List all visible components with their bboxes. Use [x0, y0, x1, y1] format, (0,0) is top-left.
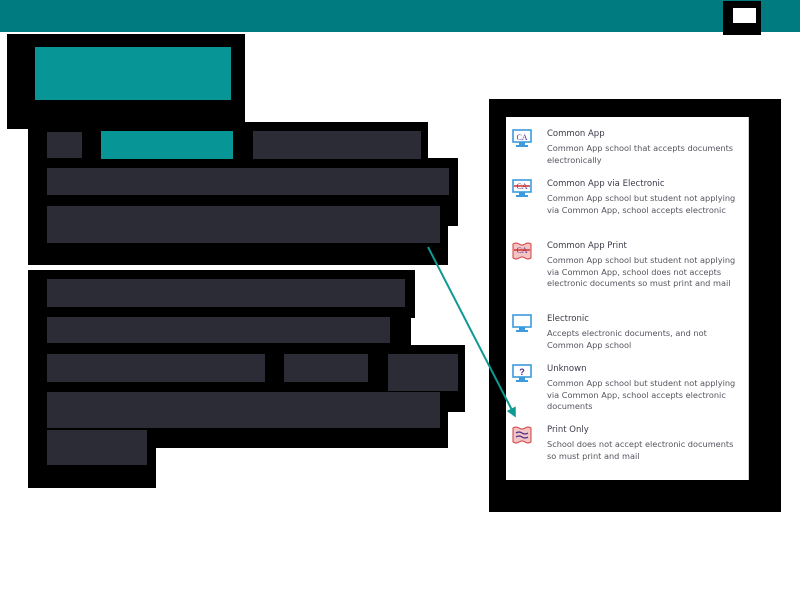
print-icon — [512, 426, 532, 444]
legend-title: Unknown — [547, 364, 587, 374]
selected-tab[interactable] — [101, 131, 233, 159]
svg-text:?: ? — [519, 367, 525, 377]
redacted-field — [253, 131, 421, 159]
redacted-field — [47, 206, 440, 243]
legend-title: Electronic — [547, 314, 589, 324]
redacted-field — [47, 392, 440, 428]
redacted-field — [47, 317, 390, 343]
legend-description: Common App school that accepts documents… — [547, 143, 734, 165]
legend-card: CA Common App Common App school that acc… — [506, 117, 749, 480]
legend-description: Common App school but student not applyi… — [547, 378, 736, 411]
redacted-field — [47, 132, 82, 158]
monitor-icon — [512, 314, 532, 332]
legend-description: Common App school but student not applyi… — [547, 255, 736, 288]
legend-description: Accepts electronic documents, and not Co… — [547, 328, 707, 350]
topbar-menu-button[interactable] — [723, 1, 761, 35]
top-bar — [0, 0, 800, 32]
header-teal-block — [35, 47, 231, 100]
monitor-ca-strike-icon: CA — [512, 179, 532, 197]
legend-description: Common App school but student not applyi… — [547, 193, 736, 215]
redacted-field — [388, 354, 458, 391]
redacted-field — [47, 279, 405, 307]
legend-title: Common App Print — [547, 241, 627, 251]
redacted-field — [47, 354, 265, 382]
legend-title: Common App via Electronic — [547, 179, 665, 189]
redacted-field — [47, 430, 147, 465]
redacted-field — [284, 354, 368, 382]
monitor-ca-icon: CA — [512, 129, 532, 147]
legend-title: Print Only — [547, 425, 589, 435]
print-ca-strike-icon: CA — [512, 242, 532, 260]
svg-text:CA: CA — [516, 133, 527, 142]
legend-title: Common App — [547, 129, 605, 139]
redacted-field — [47, 168, 449, 195]
window-icon — [733, 8, 756, 23]
monitor-question-icon: ? — [512, 364, 532, 382]
legend-description: School does not accept electronic docume… — [547, 439, 734, 461]
